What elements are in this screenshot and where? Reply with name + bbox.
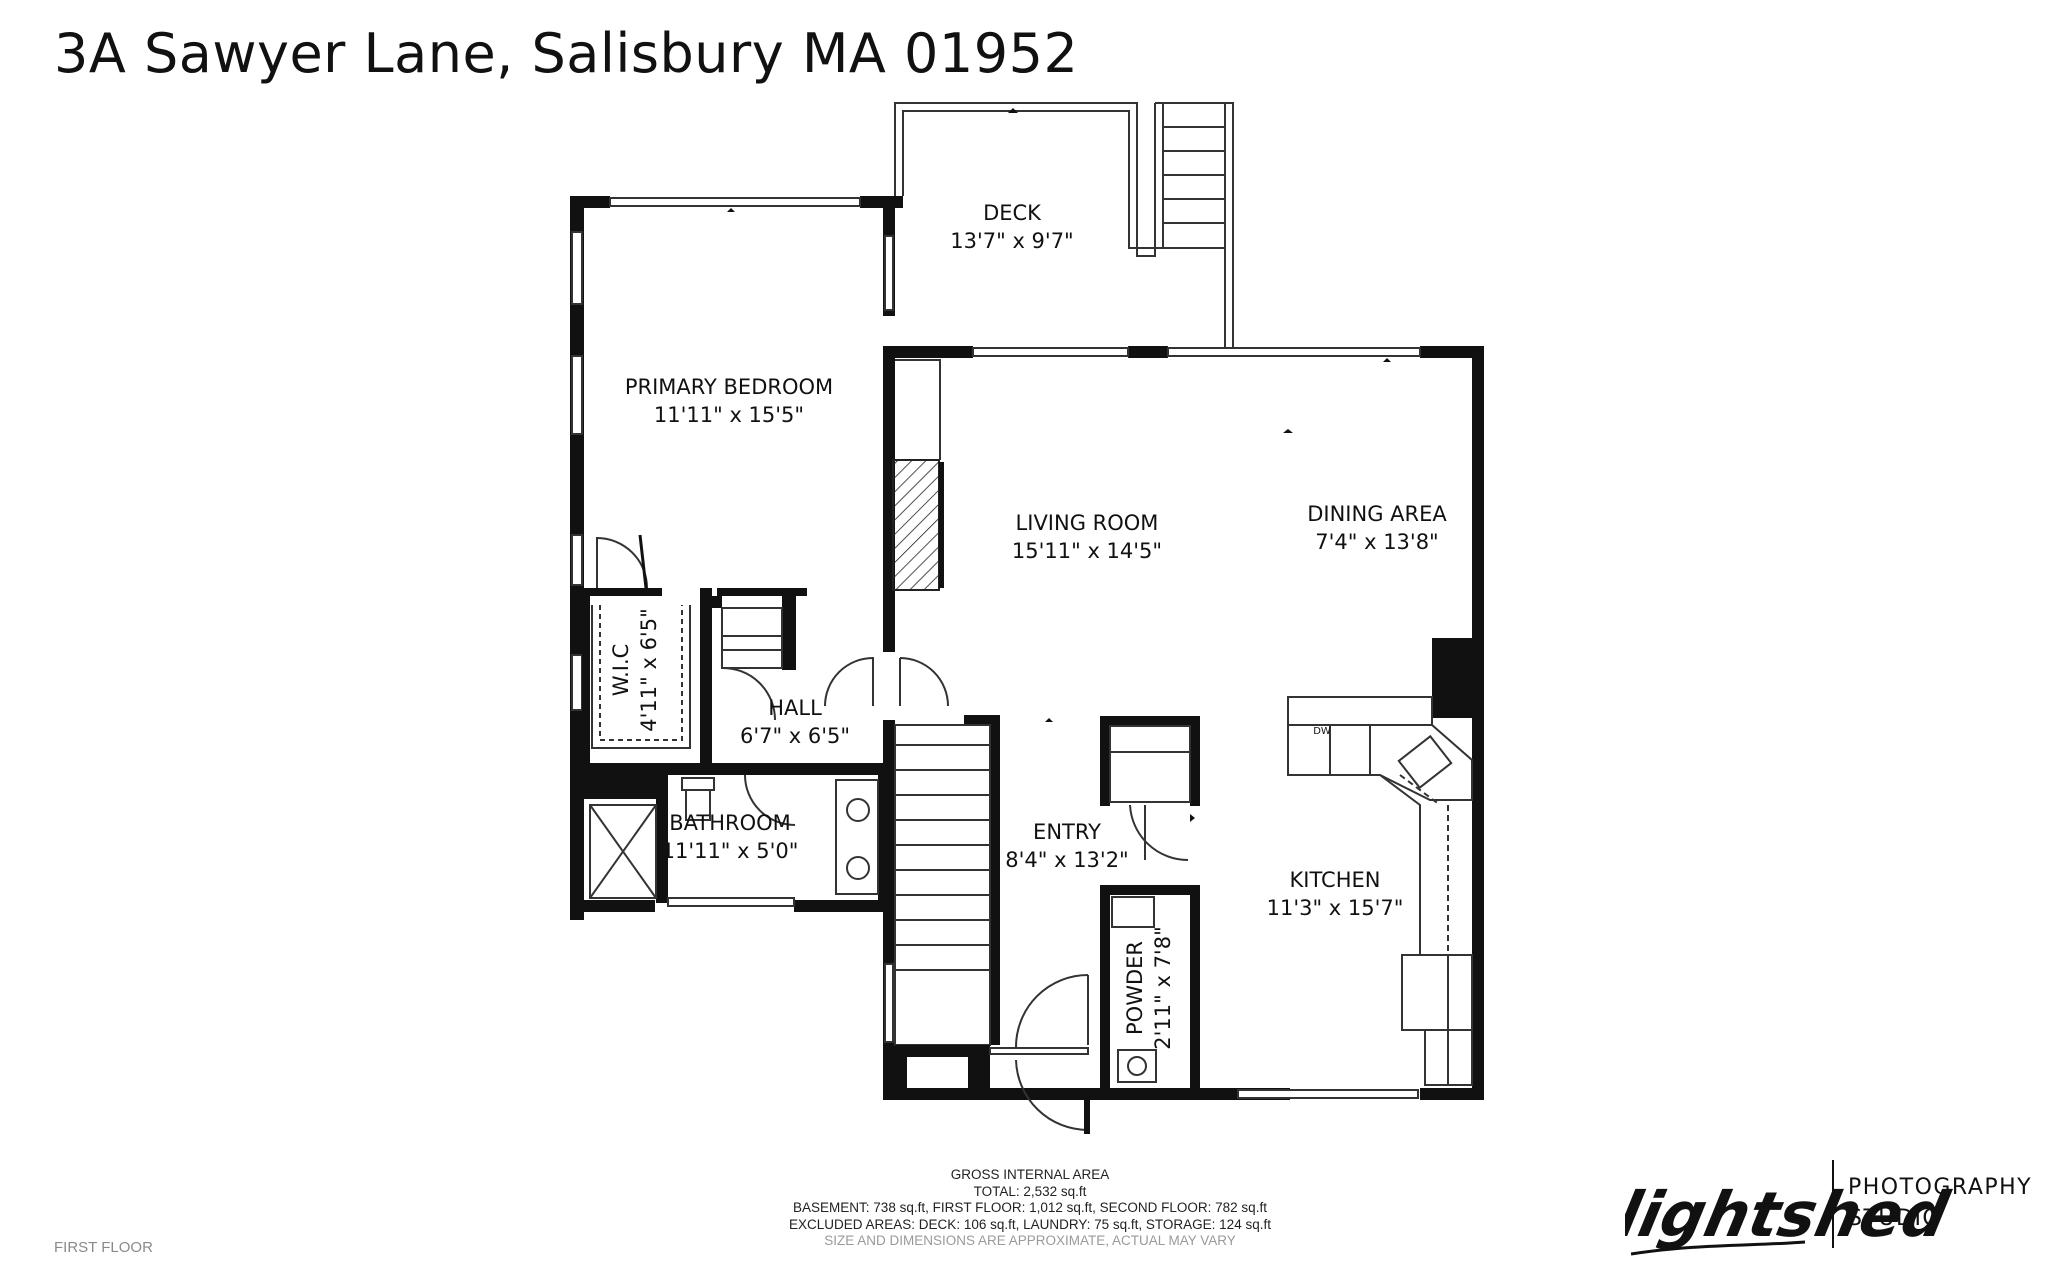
area-total: TOTAL: 2,532 sq.ft <box>973 1183 1087 1199</box>
dishwasher-label: DW <box>1313 726 1331 737</box>
property-address: 3A Sawyer Lane, Salisbury MA 01952 <box>54 22 1079 85</box>
studio-name: PHOTOGRAPHY STUDIO <box>1848 1172 2032 1234</box>
label-dining-area: DINING AREA <box>1307 502 1447 526</box>
area-floors: BASEMENT: 738 sq.ft, FIRST FLOOR: 1,012 … <box>793 1200 1267 1215</box>
direction-marks <box>727 108 1391 822</box>
main-windows <box>884 347 1421 1099</box>
label-primary-bedroom: PRIMARY BEDROOM <box>625 375 833 399</box>
dims-kitchen: 11'3" x 15'7" <box>1267 896 1404 920</box>
interior-walls <box>570 588 1000 1045</box>
label-bathroom: BATHROOM <box>669 811 791 835</box>
studio-line-1: PHOTOGRAPHY <box>1848 1175 2033 1200</box>
dims-dining-area: 7'4" x 13'8" <box>1315 530 1438 554</box>
area-excluded: EXCLUDED AREAS: DECK: 106 sq.ft, LAUNDRY… <box>789 1216 1271 1232</box>
dims-powder: 2'11" x 7'8" <box>1151 926 1175 1049</box>
logo-script: lightshed <box>1625 1179 1956 1251</box>
dims-deck: 13'7" x 9'7" <box>950 229 1073 253</box>
label-kitchen: KITCHEN <box>1290 868 1381 892</box>
fireplace <box>892 359 944 591</box>
dims-wic: 4'11" x 6'5" <box>637 608 661 731</box>
kitchen-counters <box>1287 696 1473 1086</box>
door-leaf-marks <box>1084 1100 1090 1134</box>
label-deck: DECK <box>983 201 1042 225</box>
entry-closet <box>1100 716 1200 806</box>
door-swings <box>596 534 1189 1132</box>
dims-entry: 8'4" x 13'2" <box>1005 848 1128 872</box>
dims-bathroom: 11'11" x 5'0" <box>662 839 799 863</box>
room-labels: DECK 13'7" x 9'7" PRIMARY BEDROOM 11'11"… <box>609 201 1447 1050</box>
powder-walls <box>1100 885 1200 1100</box>
dims-hall: 6'7" x 6'5" <box>740 724 850 748</box>
label-powder: POWDER <box>1123 941 1147 1035</box>
lightshed-logo: lightshed <box>1625 1179 1956 1256</box>
studio-line-2: STUDIO <box>1848 1206 1942 1231</box>
dims-living-room: 15'11" x 14'5" <box>1012 539 1162 563</box>
dims-primary-bedroom: 11'11" x 15'5" <box>654 403 804 427</box>
main-stairs <box>894 724 991 1100</box>
bedroom-windows <box>571 197 894 711</box>
deck-stairs <box>1163 126 1225 249</box>
area-disclaimer: SIZE AND DIMENSIONS ARE APPROXIMATE, ACT… <box>824 1233 1236 1248</box>
logo-divider <box>1832 1160 1834 1248</box>
area-heading: GROSS INTERNAL AREA <box>950 1167 1110 1182</box>
area-summary: GROSS INTERNAL AREA TOTAL: 2,532 sq.ft B… <box>730 1167 1330 1250</box>
label-entry: ENTRY <box>1033 820 1101 844</box>
label-wic: W.I.C <box>609 644 633 697</box>
deck-outline <box>894 102 1234 351</box>
floor-label: FIRST FLOOR <box>54 1239 153 1256</box>
interior-thin-lines <box>589 605 879 907</box>
label-living-room: LIVING ROOM <box>1016 511 1159 535</box>
label-hall: HALL <box>768 696 822 720</box>
